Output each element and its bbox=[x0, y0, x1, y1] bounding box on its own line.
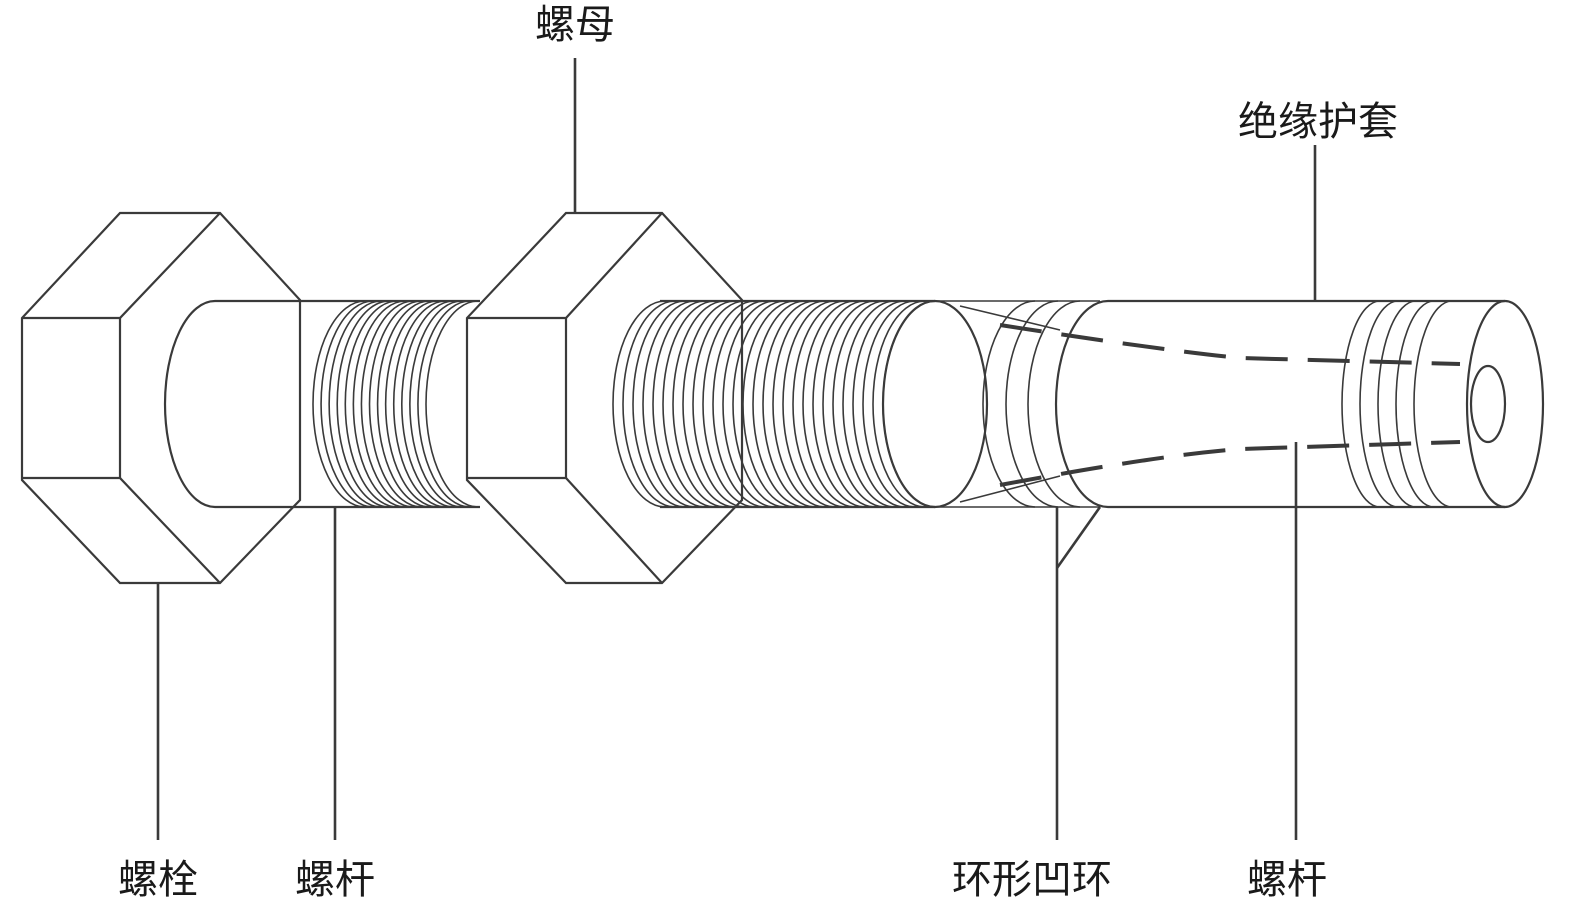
thread-ring bbox=[612, 300, 666, 508]
thread-ring bbox=[622, 300, 676, 508]
nut-label: 螺母 bbox=[535, 2, 615, 48]
thread-ring bbox=[782, 300, 836, 508]
thread-ring bbox=[682, 300, 736, 508]
thread-ring bbox=[692, 300, 746, 508]
thread-ring bbox=[662, 300, 716, 508]
bolt-head bbox=[20, 211, 302, 585]
thread-ring bbox=[792, 300, 846, 508]
thread-right bbox=[612, 300, 936, 508]
thread-ring bbox=[852, 300, 906, 508]
thread-ring bbox=[762, 300, 816, 508]
thread-ring bbox=[409, 300, 462, 508]
thread-ring bbox=[417, 300, 470, 508]
thread-ring bbox=[384, 300, 438, 508]
thread-ring bbox=[344, 300, 398, 508]
thread-ring bbox=[328, 300, 382, 508]
groove-label: 环形凹环 bbox=[952, 857, 1112, 903]
thread-ring bbox=[752, 300, 806, 508]
thread-ring bbox=[392, 300, 446, 508]
insulation-sleeve bbox=[1108, 299, 1545, 509]
thread-ring bbox=[772, 300, 826, 508]
thread-ring bbox=[742, 300, 796, 508]
sleeve-label: 绝缘护套 bbox=[1238, 99, 1398, 145]
rod-left-label: 螺杆 bbox=[295, 857, 375, 903]
annular-groove bbox=[935, 299, 1109, 509]
thread-ring bbox=[652, 300, 706, 508]
rod-right-label: 螺杆 bbox=[1247, 857, 1327, 903]
thread-ring bbox=[425, 300, 479, 508]
bolt-label: 螺栓 bbox=[118, 857, 198, 903]
thread-ring bbox=[702, 300, 756, 508]
thread-ring bbox=[320, 300, 374, 508]
thread-left bbox=[312, 300, 479, 508]
thread-ring bbox=[376, 300, 430, 508]
thread-ring bbox=[802, 300, 856, 508]
inner-rod-hidden bbox=[999, 323, 1461, 487]
thread-ring bbox=[822, 300, 876, 508]
thread-ring bbox=[352, 300, 406, 508]
thread-ring bbox=[812, 300, 866, 508]
thread-ring bbox=[832, 300, 886, 508]
thread-ring bbox=[722, 300, 776, 508]
thread-ring bbox=[360, 300, 414, 508]
thread-ring bbox=[312, 300, 366, 508]
thread-ring bbox=[401, 300, 454, 508]
nut bbox=[465, 211, 744, 585]
thread-ring bbox=[862, 300, 916, 508]
thread-ring bbox=[712, 300, 766, 508]
thread-ring bbox=[842, 300, 896, 508]
thread-ring bbox=[642, 300, 696, 508]
thread-ring bbox=[872, 300, 926, 508]
thread-ring bbox=[632, 300, 686, 508]
thread-ring bbox=[672, 300, 726, 508]
thread-ring bbox=[368, 300, 422, 508]
leader-lines bbox=[156, 58, 1317, 840]
thread-ring bbox=[336, 300, 390, 508]
thread-ring bbox=[882, 300, 936, 508]
thread-ring bbox=[732, 300, 786, 508]
